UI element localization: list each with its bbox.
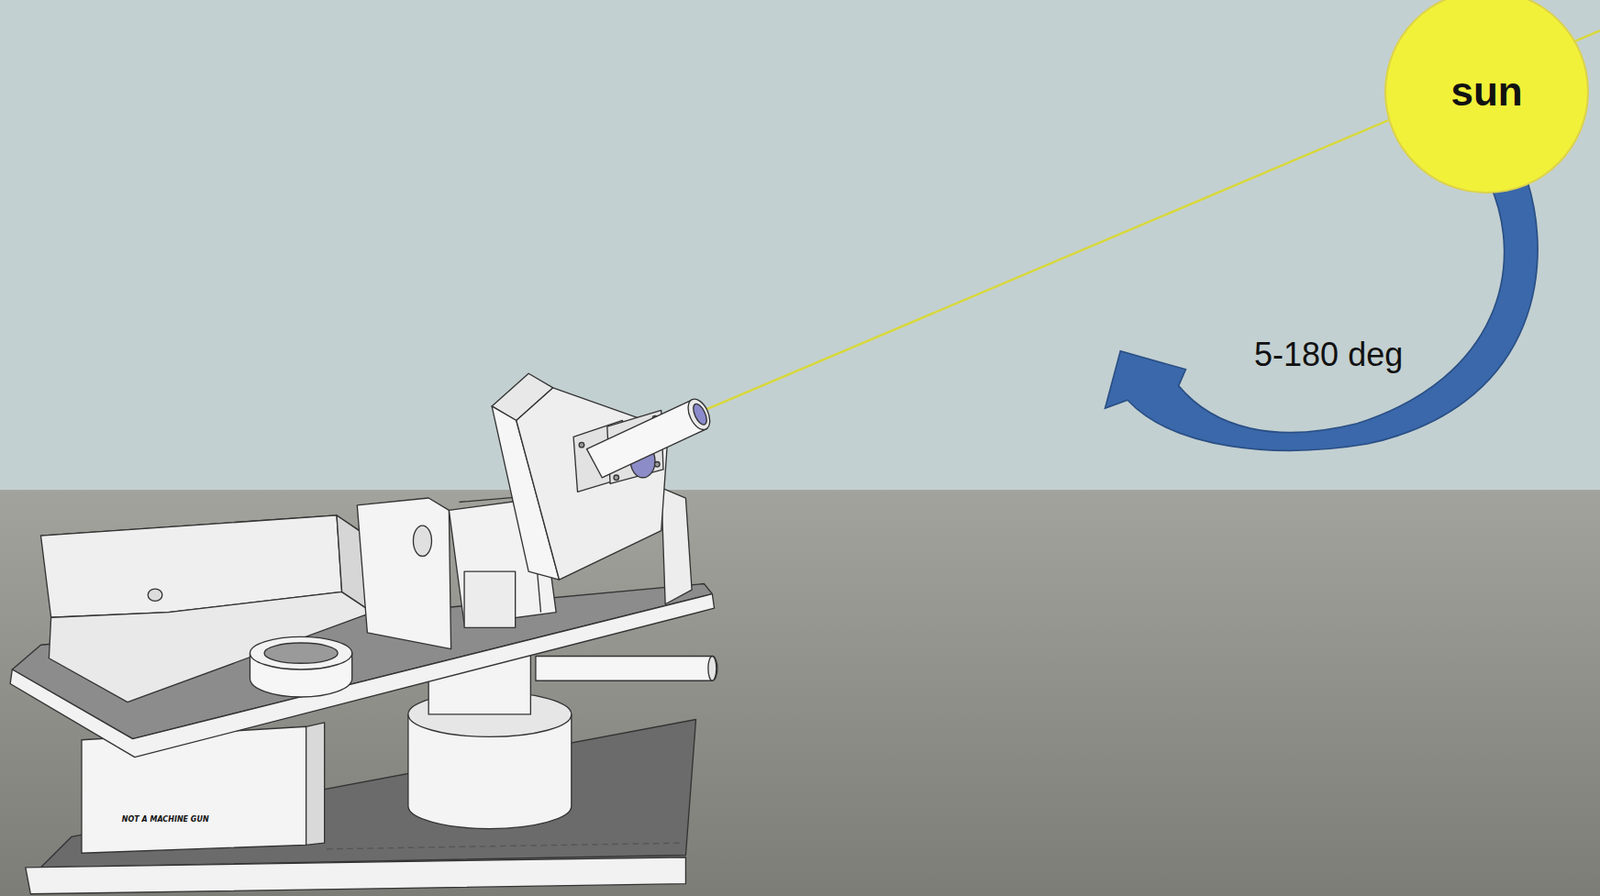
bearing-ring-top [250, 636, 353, 670]
axle-post [464, 571, 516, 628]
battery-box-lower [48, 591, 373, 702]
sensor-tube-end [683, 395, 714, 434]
right-bracket [661, 488, 692, 605]
yoke-bracket [356, 498, 451, 650]
base-plate-seam [326, 843, 684, 850]
pivot-arm [535, 656, 718, 682]
bearing-ring-hole [264, 643, 338, 664]
sun-circle: sun [1384, 0, 1589, 194]
base-plate-edge [25, 857, 687, 895]
angle-label: 5-180 deg [1254, 335, 1403, 375]
flange-screw [655, 462, 661, 468]
pivot-arm-end [708, 656, 717, 682]
flange-screw [613, 475, 620, 481]
sensor-box-face [516, 388, 669, 580]
rotation-arrow [1105, 181, 1538, 451]
flange-screw [578, 442, 585, 448]
sky [0, 0, 1600, 490]
yoke-hole [412, 525, 432, 556]
support-pillar-side [306, 722, 325, 846]
sun-label: sun [1450, 68, 1523, 115]
sensor-tube-lens [690, 401, 710, 427]
battery-screw [147, 588, 163, 601]
ground [0, 489, 1600, 896]
watermark-text: NOT A MACHINE GUN [122, 815, 210, 824]
sun-ray [703, 30, 1600, 411]
